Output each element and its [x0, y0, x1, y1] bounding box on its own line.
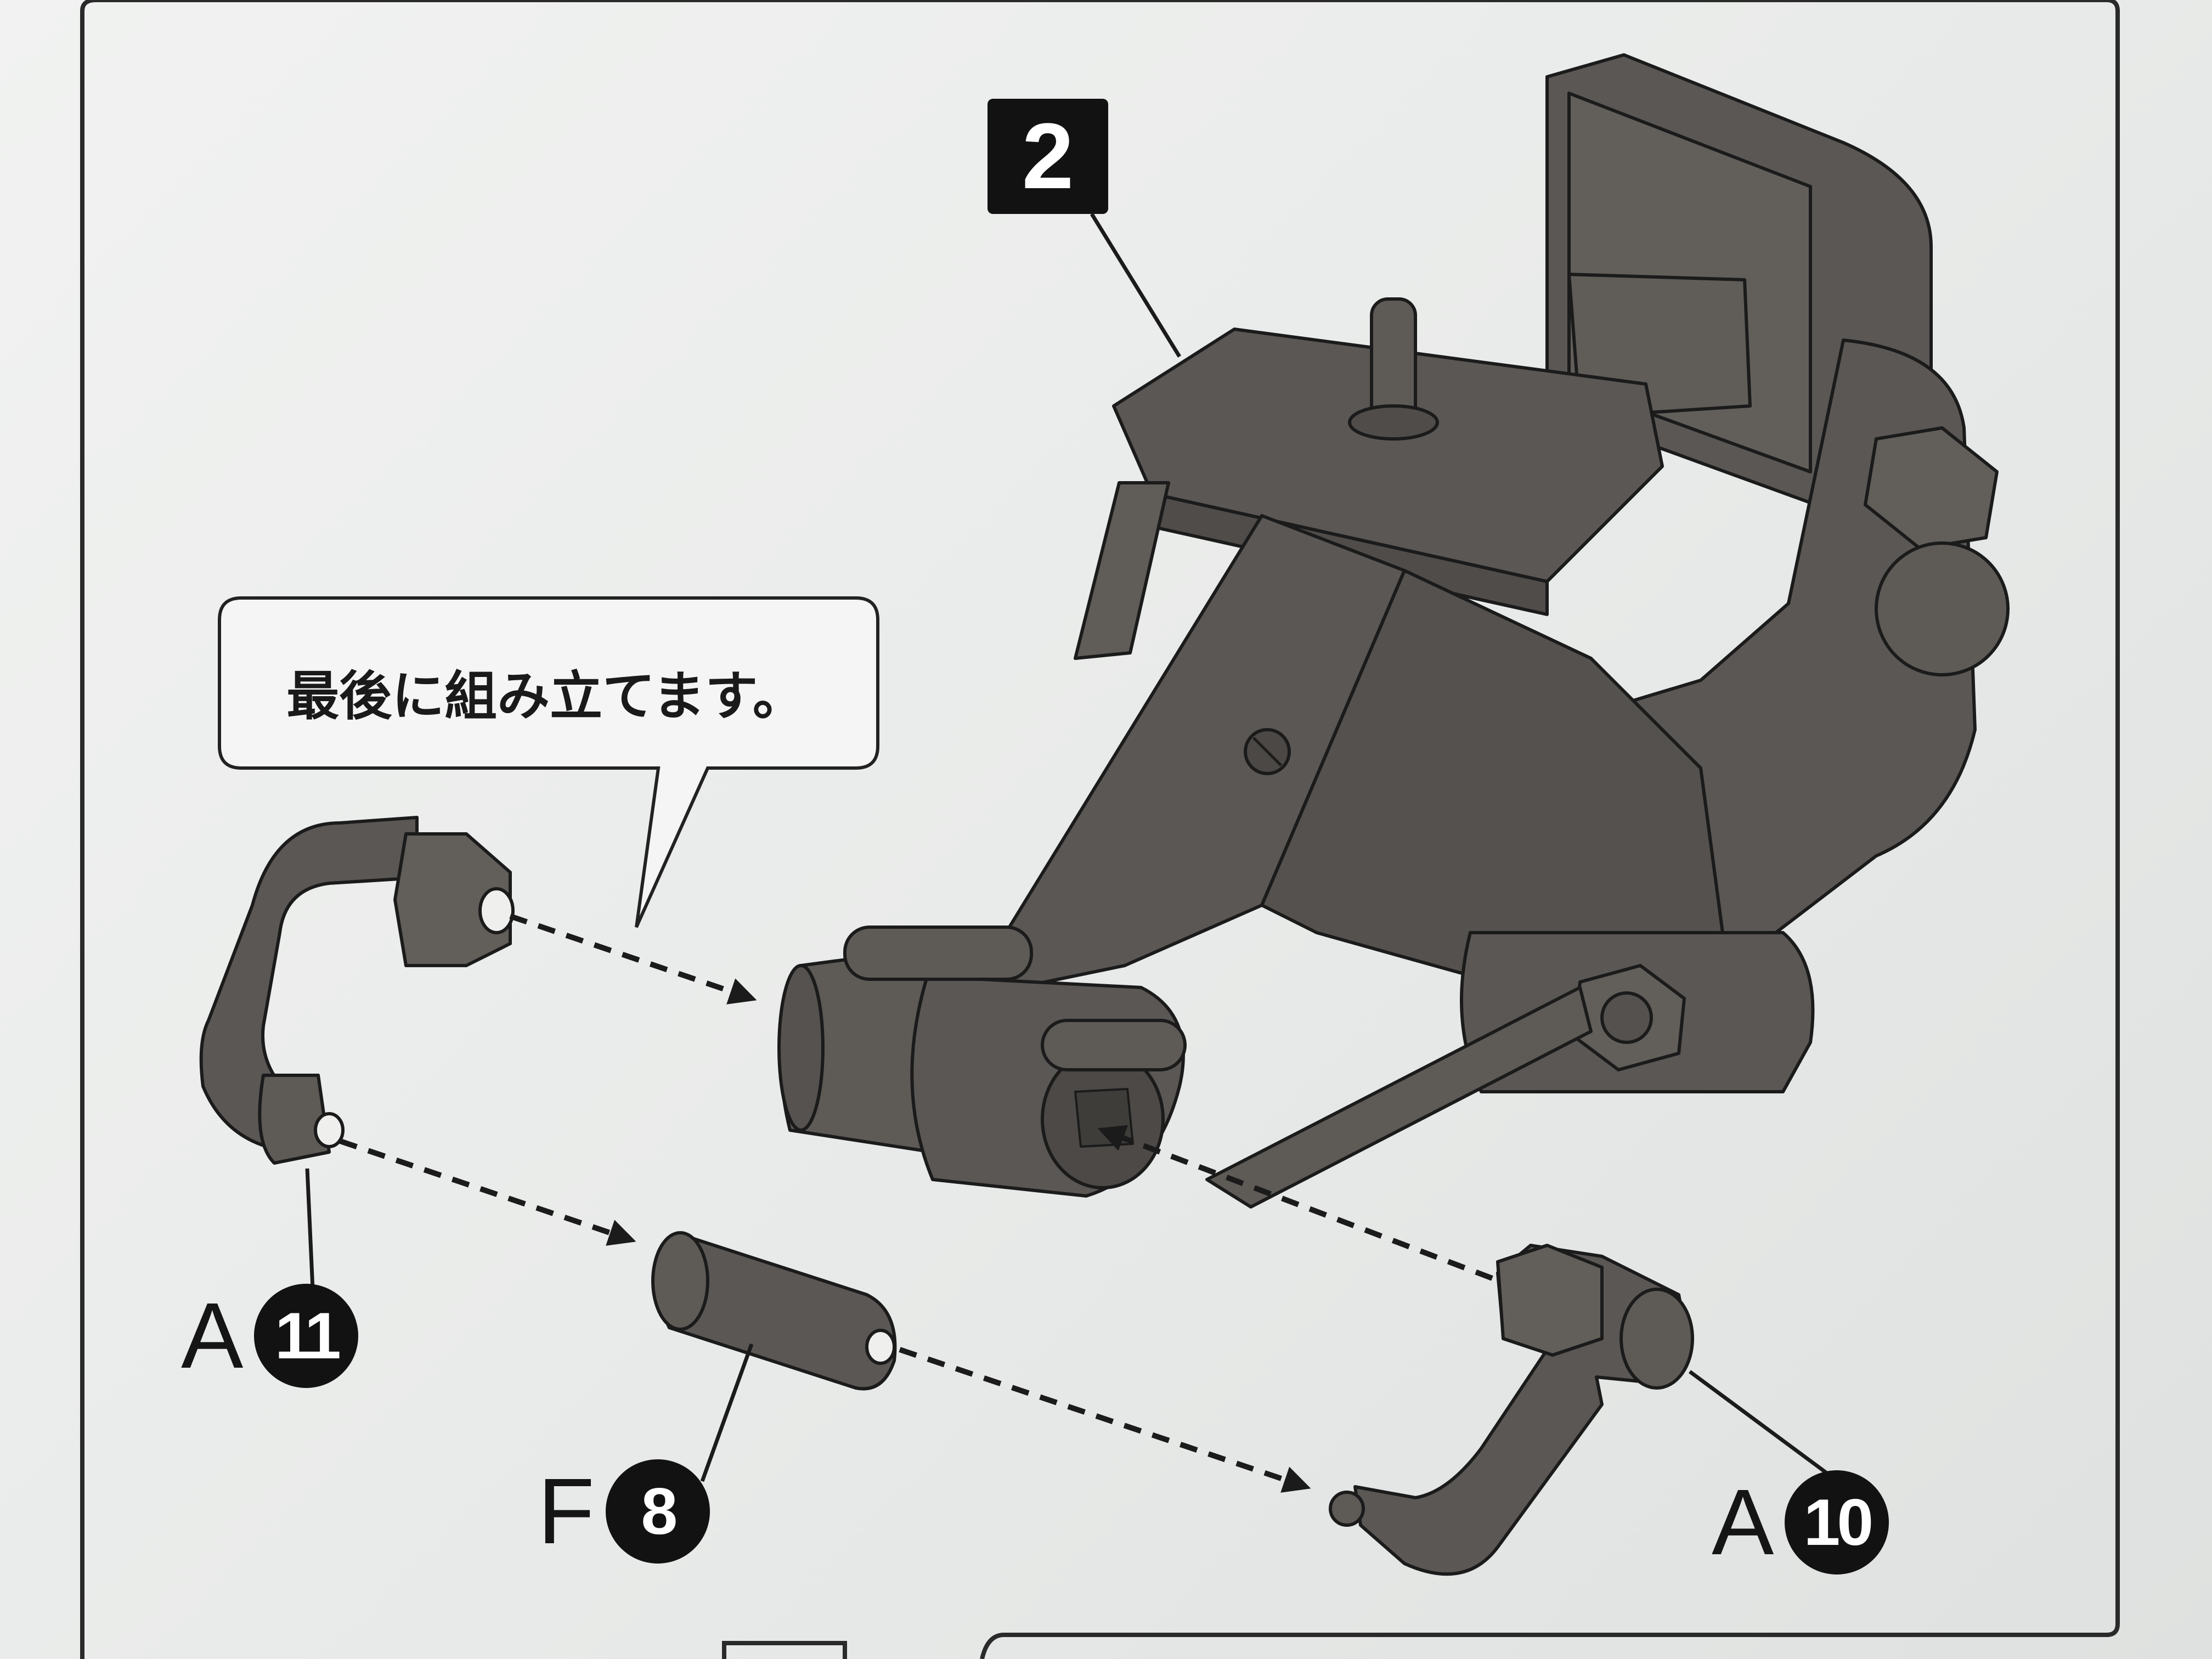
step-leader-line: [1090, 213, 1181, 358]
a11-hex-cap: [393, 832, 512, 967]
main-arm: [964, 514, 1406, 1000]
part-label-a11: A 11: [181, 1284, 359, 1388]
part-label-f8: F 8: [538, 1459, 710, 1564]
lower-link: [1205, 986, 1593, 1209]
a11-lower-peg: [258, 1074, 331, 1165]
left-link: [1074, 481, 1170, 660]
a10-hex-cap: [1496, 1244, 1604, 1357]
arrow-f8-to-a10: [899, 1347, 1311, 1493]
upper-bolt: [1864, 426, 1999, 550]
part-label-a10: A 10: [1712, 1470, 1889, 1575]
part-letter: F: [538, 1459, 595, 1564]
part-f8: [651, 1231, 897, 1391]
a11-leader-line: [305, 1168, 315, 1290]
step-number-badge: 2: [988, 99, 1108, 214]
part-a10: [1329, 1244, 1694, 1576]
part-a11: [199, 816, 515, 1165]
part-letter: A: [1712, 1470, 1774, 1575]
part-letter: A: [181, 1284, 244, 1388]
round-joint: [1875, 541, 2010, 676]
a10-end-cap: [1620, 1288, 1694, 1390]
part-number-badge: 10: [1785, 1470, 1889, 1575]
step-number: 2: [1022, 104, 1074, 208]
arrow-a11-to-roller: [509, 913, 757, 1005]
callout-bubble: [218, 596, 879, 928]
f8-leader-line: [700, 1343, 754, 1482]
panel-frame: [80, 0, 2120, 1659]
a10-leader-line: [1688, 1370, 1839, 1483]
arrow-a10-to-socket: [1097, 1125, 1493, 1281]
lower-panel-edge: [722, 1641, 847, 1659]
part-number-badge: 11: [254, 1284, 359, 1388]
callout-text: 最後に組み立てます。: [286, 665, 805, 727]
part-number-badge: 8: [605, 1459, 710, 1564]
main-assembly: [777, 53, 2010, 1209]
arrow-a11-to-f8: [339, 1138, 636, 1246]
